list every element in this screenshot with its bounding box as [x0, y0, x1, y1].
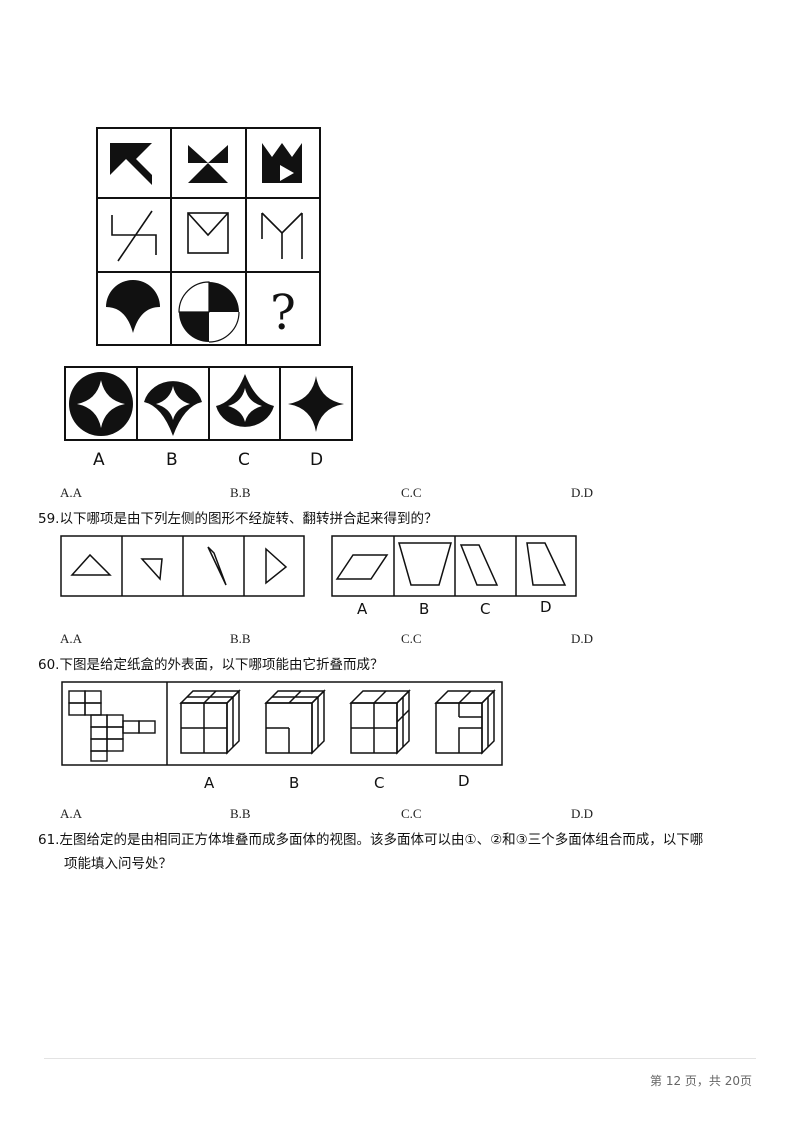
- q60-option-c[interactable]: C.C: [401, 806, 422, 821]
- cube-b: [264, 689, 326, 755]
- answer-figure-a: [69, 372, 133, 436]
- q59-right-figures: [331, 535, 577, 597]
- answer-label-b: B: [166, 450, 178, 470]
- q60-question-text: 60.下图是给定纸盒的外表面，以下哪项能由它折叠而成？: [38, 657, 384, 673]
- q61-question-text-line2: 项能填入问号处？: [64, 856, 172, 872]
- q58-matrix-figure: ?: [96, 127, 321, 346]
- box-net: [68, 690, 156, 762]
- footer-divider: [44, 1058, 756, 1059]
- matrix-cell-2-3: [261, 212, 303, 259]
- page-number: 第 12 页，共 20页: [650, 1074, 752, 1088]
- q60-label-c: C: [374, 774, 385, 792]
- answer-figure-d: [288, 376, 344, 432]
- q60-label-d: D: [458, 772, 470, 790]
- q61-question-text-line1: 61.左图给定的是由相同正方体堆叠而成多面体的视图。该多面体可以由①、②和③三个…: [38, 832, 704, 848]
- matrix-question-mark: ?: [270, 285, 296, 341]
- cube-a: [179, 689, 241, 755]
- cube-d: [434, 689, 496, 755]
- q59-option-b[interactable]: B.B: [230, 631, 251, 646]
- answer-figure-c: [216, 374, 274, 427]
- answer-label-a: A: [93, 450, 105, 470]
- matrix-cell-1-1: [110, 143, 152, 185]
- answer-label-c: C: [238, 450, 250, 470]
- q60-box-figures: [61, 681, 503, 766]
- q59-label-c: C: [480, 600, 491, 618]
- q60-label-b: B: [289, 774, 300, 792]
- matrix-cell-3-1: [106, 280, 160, 333]
- matrix-cell-1-3: [262, 143, 302, 183]
- q59-option-c[interactable]: C.C: [401, 631, 422, 646]
- q59-label-d: D: [540, 598, 552, 616]
- q58-option-a[interactable]: A.A: [60, 485, 83, 500]
- q59-option-a[interactable]: A.A: [60, 631, 83, 646]
- q59-label-a: A: [357, 600, 368, 618]
- q60-option-b[interactable]: B.B: [230, 806, 251, 821]
- answer-label-d: D: [310, 450, 324, 470]
- q60-option-d[interactable]: D.D: [571, 806, 594, 821]
- answer-figure-b: [144, 381, 202, 436]
- q58-option-c[interactable]: C.C: [401, 485, 422, 500]
- matrix-cell-3-2: [178, 281, 240, 343]
- cube-c: [349, 689, 411, 755]
- q60-label-a: A: [204, 774, 215, 792]
- matrix-cell-2-1: [111, 210, 157, 262]
- matrix-cell-2-2: [187, 212, 229, 254]
- q58-option-b[interactable]: B.B: [230, 485, 251, 500]
- q59-question-text: 59.以下哪项是由下列左侧的图形不经旋转、翻转拼合起来得到的？: [38, 511, 438, 527]
- q58-option-d[interactable]: D.D: [571, 485, 594, 500]
- q60-option-a[interactable]: A.A: [60, 806, 83, 821]
- q59-option-d[interactable]: D.D: [571, 631, 594, 646]
- q59-left-figures: [60, 535, 305, 597]
- q58-answer-figures: [64, 366, 353, 441]
- matrix-cell-1-2: [188, 145, 228, 183]
- q59-label-b: B: [419, 600, 430, 618]
